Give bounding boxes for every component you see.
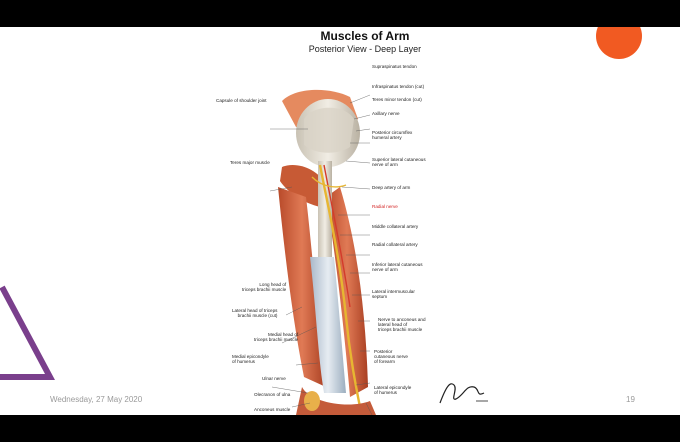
label-lateral-head-triceps: Lateral head of triceps brachii muscle (…	[232, 308, 278, 319]
label-medial-head-triceps: Medial head of triceps brachii muscle	[254, 332, 299, 343]
triangle-decoration	[0, 285, 55, 380]
label-posterior-cutaneous-nerve-forearm: Posterior cutaneous nerve of forearm	[374, 349, 408, 365]
label-anconeus-muscle: Anconeus muscle	[254, 407, 291, 412]
label-radial-collateral-artery: Radial collateral artery	[372, 242, 418, 247]
diagram-subtitle: Posterior View - Deep Layer	[308, 44, 422, 54]
page-number: 19	[626, 395, 635, 404]
artist-signature	[439, 383, 488, 404]
arm-muscle-illustration	[269, 89, 376, 415]
label-teres-minor-tendon: Teres minor tendon (cut)	[372, 97, 422, 102]
label-ulnar-nerve: Ulnar nerve	[262, 376, 286, 381]
label-olecranon-of-ulna: Olecranon of ulna	[254, 392, 291, 397]
footer-date: Wednesday, 27 May 2020	[50, 395, 143, 404]
label-long-head-triceps: Long head of triceps brachii muscle	[242, 282, 287, 293]
label-deep-artery-of-arm: Deep artery of arm	[372, 185, 411, 190]
label-medial-epicondyle: Medial epicondyle of humerus	[232, 354, 269, 365]
label-infraspinatus-tendon: Infraspinatus tendon (cut)	[372, 84, 425, 89]
label-inferior-lateral-cutaneous-nerve: Inferior lateral cutaneous nerve of arm	[372, 262, 423, 273]
label-radial-nerve: Radial nerve	[372, 204, 398, 209]
accent-circle	[596, 27, 642, 59]
label-posterior-circumflex-humeral-artery: Posterior circumflex humeral artery	[372, 130, 413, 141]
slide: Muscles of Arm Posterior View - Deep Lay…	[0, 27, 680, 415]
label-nerve-to-anconeus: Nerve to anconeus and lateral head of tr…	[378, 317, 426, 333]
label-middle-collateral-artery: Middle collateral artery	[372, 224, 419, 229]
label-capsule-of-shoulder-joint: Capsule of shoulder joint	[216, 98, 267, 103]
label-axillary-nerve: Axillary nerve	[372, 111, 400, 116]
label-teres-major-muscle: Teres major muscle	[230, 160, 270, 165]
label-superior-lateral-cutaneous-nerve: Superior lateral cutaneous nerve of arm	[372, 157, 426, 168]
label-lateral-intermuscular-septum: Lateral intermuscular septum	[372, 289, 415, 300]
label-lateral-epicondyle: Lateral epicondyle of humerus	[374, 385, 412, 396]
diagram-title: Muscles of Arm	[320, 29, 410, 43]
label-supraspinatus-tendon: Supraspinatus tendon	[372, 64, 417, 69]
